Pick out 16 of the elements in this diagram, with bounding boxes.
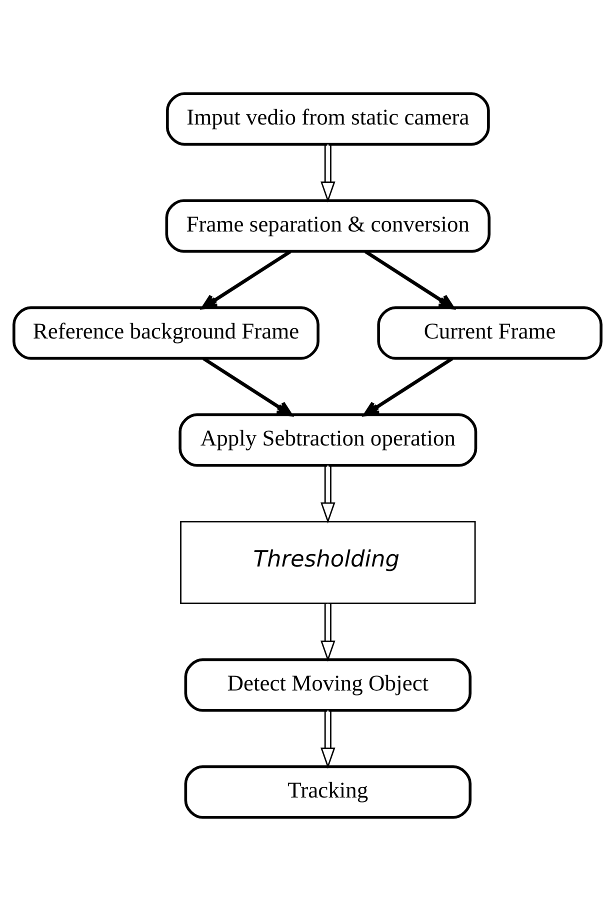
node-box: Apply Sebtraction operation xyxy=(178,413,478,467)
arrow xyxy=(320,466,336,524)
arrow xyxy=(320,710,336,769)
arrow xyxy=(202,250,292,310)
node-box: Tracking xyxy=(184,765,472,819)
arrow xyxy=(320,604,336,662)
arrow xyxy=(364,357,454,416)
node-box: Reference background Frame xyxy=(12,306,320,360)
node-box: Thresholding xyxy=(180,520,476,604)
node-box: Current Frame xyxy=(377,306,602,360)
node-box: Detect Moving Object xyxy=(184,658,472,712)
arrow xyxy=(202,357,292,416)
arrow xyxy=(364,250,454,310)
node-box: Imput vedio from static camera xyxy=(166,92,490,146)
arrow xyxy=(320,144,336,203)
node-box: Frame separation & conversion xyxy=(165,199,491,253)
